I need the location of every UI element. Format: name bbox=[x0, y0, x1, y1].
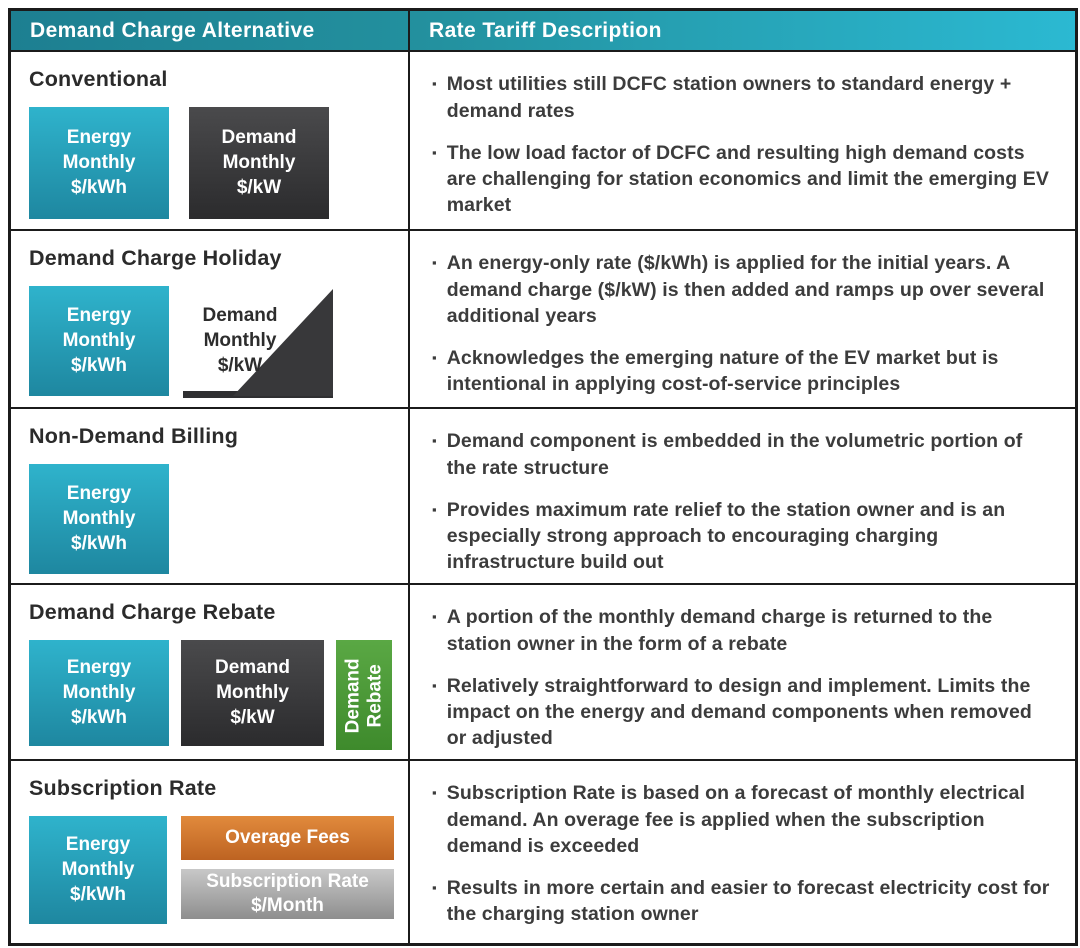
header-cell-alternative: Demand Charge Alternative bbox=[11, 11, 410, 51]
row-title: Demand Charge Rebate bbox=[29, 600, 276, 625]
bullet-list: ▪ Most utilities still DCFC station owner… bbox=[410, 52, 1075, 218]
table-row-conventional: Conventional Energy Monthly $/kWh Demand… bbox=[11, 50, 1075, 230]
row-title: Conventional bbox=[29, 67, 168, 92]
demand-ramp-label: Demand Monthly $/kW bbox=[202, 305, 278, 376]
list-item: ▪ Subscription Rate is based on a forecas… bbox=[432, 780, 1055, 858]
bullet-list: ▪ Demand component is embedded in the vol… bbox=[410, 409, 1075, 575]
demand-ramp-shape: Demand Monthly $/kW bbox=[183, 286, 333, 399]
energy-monthly-box: Energy Monthly $/kWh bbox=[29, 286, 169, 397]
bullet-text: Relatively straightforward to design and… bbox=[446, 674, 1032, 749]
table-row-subscription-rate: Subscription Rate Energy Monthly $/kWh O… bbox=[11, 759, 1075, 943]
bullet-list: ▪ Subscription Rate is based on a forecas… bbox=[410, 761, 1075, 927]
bullet-text: Demand component is embedded in the volu… bbox=[446, 430, 1023, 479]
subscription-rate-box: Subscription Rate $/Month bbox=[181, 869, 394, 920]
energy-monthly-box: Energy Monthly $/kWh bbox=[29, 464, 169, 575]
cell-subscription-diagram: Subscription Rate Energy Monthly $/kWh O… bbox=[11, 761, 410, 943]
list-item: ▪ A portion of the monthly demand charge … bbox=[432, 604, 1055, 656]
bullet-list: ▪ A portion of the monthly demand charge … bbox=[410, 585, 1075, 751]
bullet-text: Most utilities still DCFC station owners… bbox=[446, 73, 1012, 122]
cell-nondemand-description: ▪ Demand component is embedded in the vol… bbox=[410, 409, 1075, 583]
list-item: ▪ Demand component is embedded in the vol… bbox=[432, 428, 1055, 480]
list-item: ▪ Relatively straightforward to design an… bbox=[432, 673, 1055, 751]
ramp-triangle-icon bbox=[183, 289, 333, 399]
bullet-icon: ▪ bbox=[432, 879, 437, 895]
bullet-text: A portion of the monthly demand charge i… bbox=[446, 606, 993, 655]
rate-alternatives-table: Demand Charge Alternative Rate Tariff De… bbox=[8, 8, 1078, 946]
demand-monthly-box: Demand Monthly $/kW bbox=[189, 107, 329, 220]
rate-diagram: Energy Monthly $/kWh Demand Monthly $/kW bbox=[29, 107, 394, 220]
cell-conventional-diagram: Conventional Energy Monthly $/kWh Demand… bbox=[11, 52, 410, 230]
bullet-text: Results in more certain and easier to fo… bbox=[446, 876, 1050, 925]
list-item: ▪ Acknowledges the emerging nature of the… bbox=[432, 345, 1055, 397]
header-label-alternative: Demand Charge Alternative bbox=[30, 18, 315, 42]
list-item: ▪ An energy-only rate ($/kWh) is applied … bbox=[432, 250, 1055, 328]
bullet-text: Subscription Rate is based on a forecast… bbox=[446, 782, 1026, 857]
rate-diagram: Energy Monthly $/kWh Demand Monthly $/kW bbox=[29, 286, 394, 399]
bullet-icon: ▪ bbox=[432, 609, 437, 625]
row-title: Demand Charge Holiday bbox=[29, 246, 282, 271]
subscription-stack: Overage Fees Subscription Rate $/Month bbox=[181, 816, 394, 920]
bullet-icon: ▪ bbox=[432, 349, 437, 365]
cell-holiday-diagram: Demand Charge Holiday Energy Monthly $/k… bbox=[11, 231, 410, 408]
bullet-icon: ▪ bbox=[432, 144, 437, 160]
row-title: Subscription Rate bbox=[29, 776, 217, 801]
bullet-icon: ▪ bbox=[432, 76, 437, 92]
energy-monthly-box: Energy Monthly $/kWh bbox=[29, 816, 167, 925]
list-item: ▪ Provides maximum rate relief to the sta… bbox=[432, 497, 1055, 575]
bullet-text: An energy-only rate ($/kWh) is applied f… bbox=[446, 252, 1045, 327]
bullet-icon: ▪ bbox=[432, 433, 437, 449]
energy-monthly-box: Energy Monthly $/kWh bbox=[29, 107, 169, 220]
bullet-icon: ▪ bbox=[432, 677, 437, 693]
header-cell-description: Rate Tariff Description bbox=[410, 11, 1075, 50]
energy-monthly-box: Energy Monthly $/kWh bbox=[29, 640, 169, 747]
cell-nondemand-diagram: Non-Demand Billing Energy Monthly $/kWh bbox=[11, 409, 410, 584]
cell-conventional-description: ▪ Most utilities still DCFC station owner… bbox=[410, 52, 1075, 229]
bullet-icon: ▪ bbox=[432, 255, 437, 271]
bullet-text: Provides maximum rate relief to the stat… bbox=[446, 498, 1006, 573]
cell-holiday-description: ▪ An energy-only rate ($/kWh) is applied … bbox=[410, 231, 1075, 407]
bullet-icon: ▪ bbox=[432, 501, 437, 517]
table-header-row: Demand Charge Alternative Rate Tariff De… bbox=[11, 11, 1075, 51]
row-title: Non-Demand Billing bbox=[29, 424, 239, 449]
header-label-description: Rate Tariff Description bbox=[429, 18, 662, 42]
rate-diagram: Energy Monthly $/kWh bbox=[29, 464, 394, 575]
cell-subscription-description: ▪ Subscription Rate is based on a forecas… bbox=[410, 761, 1075, 943]
bullet-text: The low load factor of DCFC and resultin… bbox=[446, 141, 1049, 216]
list-item: ▪ Results in more certain and easier to f… bbox=[432, 875, 1055, 927]
demand-rebate-box: Demand Rebate bbox=[336, 640, 392, 751]
cell-rebate-description: ▪ A portion of the monthly demand charge … bbox=[410, 585, 1075, 759]
bullet-text: Acknowledges the emerging nature of the … bbox=[446, 346, 999, 395]
demand-rebate-label: Demand Rebate bbox=[342, 657, 385, 733]
overage-fees-box: Overage Fees bbox=[181, 816, 394, 861]
cell-rebate-diagram: Demand Charge Rebate Energy Monthly $/kW… bbox=[11, 585, 410, 760]
table-row-demand-charge-holiday: Demand Charge Holiday Energy Monthly $/k… bbox=[11, 229, 1075, 408]
demand-monthly-box: Demand Monthly $/kW bbox=[181, 640, 324, 747]
bullet-icon: ▪ bbox=[432, 785, 437, 801]
list-item: ▪ Most utilities still DCFC station owner… bbox=[432, 71, 1055, 123]
bullet-list: ▪ An energy-only rate ($/kWh) is applied … bbox=[410, 231, 1075, 397]
table-row-demand-charge-rebate: Demand Charge Rebate Energy Monthly $/kW… bbox=[11, 583, 1075, 760]
rate-diagram: Energy Monthly $/kWh Demand Monthly $/kW… bbox=[29, 640, 394, 751]
table-row-non-demand-billing: Non-Demand Billing Energy Monthly $/kWh … bbox=[11, 407, 1075, 584]
list-item: ▪ The low load factor of DCFC and resulti… bbox=[432, 140, 1055, 218]
rate-diagram: Energy Monthly $/kWh Overage Fees Subscr… bbox=[29, 816, 394, 925]
